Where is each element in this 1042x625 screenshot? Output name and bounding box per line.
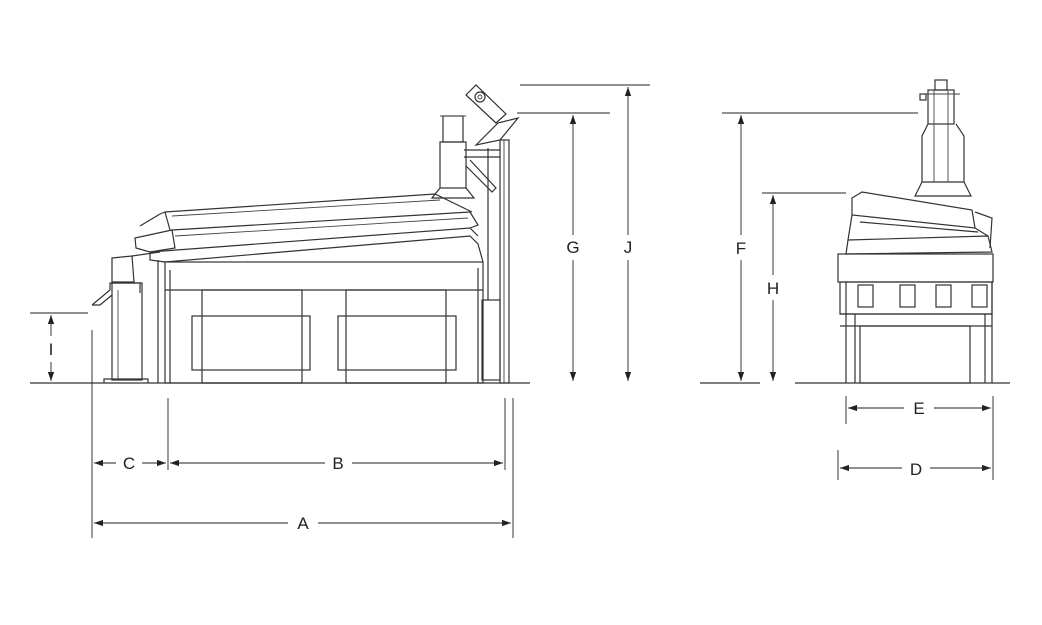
end-main-body xyxy=(837,253,994,384)
end-exhaust-stack xyxy=(914,79,972,197)
dim-label-i: I xyxy=(49,340,54,359)
dim-label-j: J xyxy=(624,238,633,257)
side-panel-right xyxy=(337,315,457,371)
dim-label-b: B xyxy=(332,454,343,473)
dim-label-f: F xyxy=(736,239,746,258)
dim-label-e: E xyxy=(913,399,924,418)
dim-label-a: A xyxy=(297,514,309,533)
side-exhaust-stack xyxy=(430,115,476,199)
side-main-body xyxy=(157,260,489,384)
side-view xyxy=(30,84,530,384)
side-elevator-frame xyxy=(464,84,520,384)
side-panel-left xyxy=(191,315,311,371)
end-top-deck xyxy=(845,191,993,255)
dim-label-g: G xyxy=(566,238,579,257)
dim-label-h: H xyxy=(767,279,779,298)
discharge-chute xyxy=(91,251,161,383)
side-top-deck xyxy=(134,193,484,263)
dim-label-d: D xyxy=(910,460,922,479)
dim-label-c: C xyxy=(123,454,135,473)
dimension-lines: A B C I G J F H E D xyxy=(30,84,994,538)
end-view xyxy=(700,79,1010,384)
